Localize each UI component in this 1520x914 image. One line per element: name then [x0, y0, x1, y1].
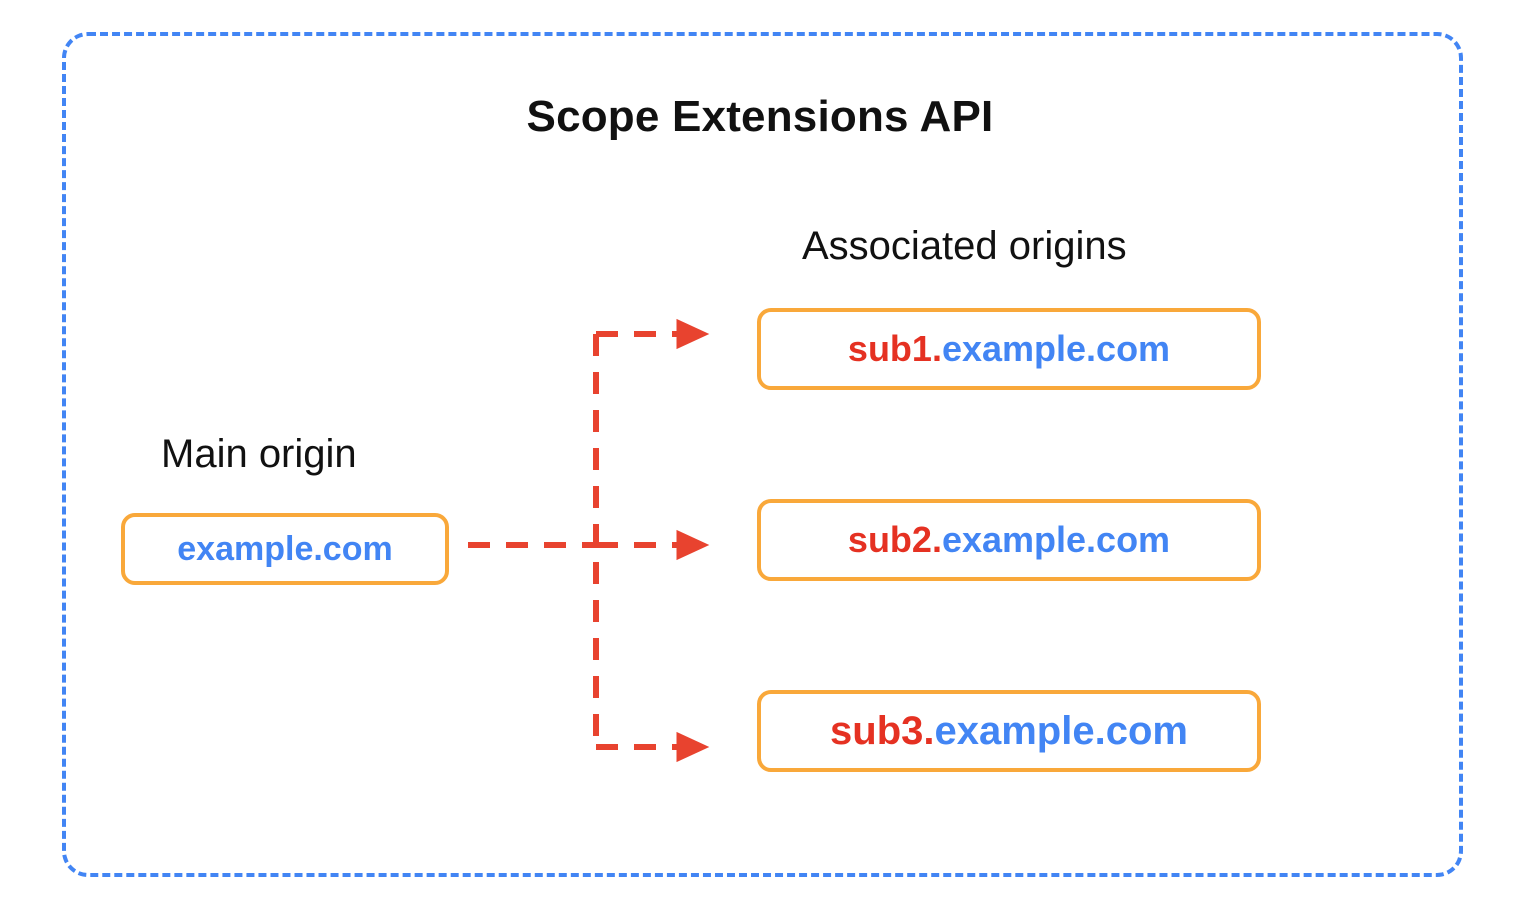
origin-box-sub3[interactable]: sub3.example.com: [757, 690, 1261, 772]
origin-domain: example.com: [177, 529, 393, 568]
origin-subdomain: sub2.: [847, 519, 942, 560]
origin-domain: example.com: [941, 519, 1171, 560]
origin-domain: example.com: [934, 708, 1188, 753]
page-title: Scope Extensions API: [526, 92, 994, 141]
origin-subdomain: sub3.: [830, 708, 935, 753]
scope-extensions-frame: [62, 32, 1463, 877]
main-origin-label: Main origin: [161, 432, 357, 476]
origin-box-sub2[interactable]: sub2.example.com: [757, 499, 1261, 581]
origin-subdomain: sub1.: [847, 328, 942, 369]
associated-origins-label: Associated origins: [802, 224, 1127, 268]
origin-box-sub1[interactable]: sub1.example.com: [757, 308, 1261, 390]
origin-domain: example.com: [941, 328, 1171, 369]
origin-box-main[interactable]: example.com: [121, 513, 449, 585]
